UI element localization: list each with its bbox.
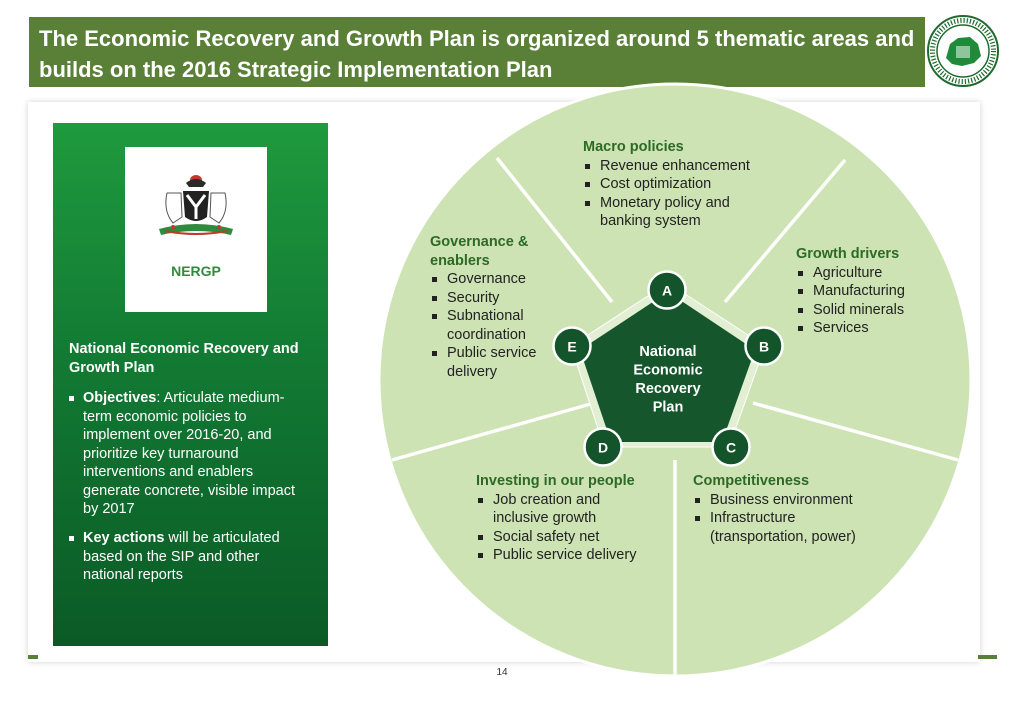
list-item: Monetary policy and banking system bbox=[583, 194, 750, 231]
list-item: Infrastructure (transportation, power) bbox=[693, 509, 865, 546]
segment-governance-enablers: Governance & enablers Governance Securit… bbox=[430, 233, 560, 381]
list-item: Cost optimization bbox=[583, 175, 783, 194]
marker-d: D bbox=[583, 427, 623, 467]
list-item: Subnational coordination bbox=[430, 307, 547, 344]
nergp-label: NERGP bbox=[171, 263, 221, 279]
marker-b-letter: B bbox=[759, 339, 769, 355]
center-label-line: Plan bbox=[653, 400, 684, 416]
header-bar: The Economic Recovery and Growth Plan is… bbox=[29, 17, 925, 87]
panel-title: National Economic Recovery and Growth Pl… bbox=[69, 341, 299, 376]
marker-a-letter: A bbox=[662, 283, 672, 299]
segment-investing-in-people: Investing in our people Job creation and… bbox=[476, 472, 666, 565]
segment-macro-policies: Macro policies Revenue enhancement Cost … bbox=[583, 138, 783, 231]
list-item: Security bbox=[430, 289, 560, 308]
crest-card: NERGP bbox=[125, 147, 267, 312]
nigeria-coat-of-arms-icon bbox=[159, 175, 233, 235]
divider bbox=[978, 655, 997, 659]
list-item: Revenue enhancement bbox=[583, 157, 783, 176]
segment-dividers bbox=[391, 156, 959, 676]
nergp-panel: NERGP National Economic Recovery and Gro… bbox=[53, 123, 328, 646]
segment-title: Investing in our people bbox=[476, 473, 635, 489]
center-label-line: Economic bbox=[633, 363, 702, 379]
list-item: Agriculture bbox=[796, 264, 936, 283]
page-number: 14 bbox=[496, 667, 508, 678]
list-item: Job creation and inclusive growth bbox=[476, 491, 615, 528]
divider bbox=[28, 655, 38, 659]
bullet-text: will be articulated based on the SIP and… bbox=[83, 530, 280, 583]
list-item: Solid minerals bbox=[796, 301, 936, 320]
segment-growth-drivers: Growth drivers Agriculture Manufacturing… bbox=[796, 245, 936, 338]
bullet-label: Key actions bbox=[83, 530, 165, 546]
segment-title: Macro policies bbox=[583, 139, 684, 155]
segment-competitiveness: Competitiveness Business environment Inf… bbox=[693, 472, 883, 546]
page-title: The Economic Recovery and Growth Plan is… bbox=[39, 26, 915, 82]
marker-b: B bbox=[744, 326, 784, 366]
segment-title: Growth drivers bbox=[796, 246, 900, 262]
bullet-marker bbox=[69, 396, 74, 401]
list-item: Public service delivery bbox=[476, 546, 666, 565]
bullet-label: Objectives bbox=[83, 390, 157, 406]
list-item: Social safety net bbox=[476, 528, 666, 547]
marker-c: C bbox=[711, 427, 751, 467]
list-item: Business environment bbox=[693, 491, 883, 510]
list-item: Services bbox=[796, 319, 936, 338]
center-label-line: Recovery bbox=[635, 381, 700, 397]
marker-c-letter: C bbox=[726, 440, 736, 456]
marker-d-letter: D bbox=[598, 440, 608, 456]
center-pentagon bbox=[580, 292, 755, 442]
bullet-marker bbox=[69, 536, 74, 541]
marker-e: E bbox=[552, 326, 592, 366]
bullet-text: : Articulate medium-term economic polici… bbox=[83, 390, 295, 517]
marker-a: A bbox=[647, 270, 687, 310]
list-item: Governance bbox=[430, 270, 560, 289]
segment-title: Governance & enablers bbox=[430, 234, 529, 269]
list-item: Public service delivery bbox=[430, 344, 572, 381]
marker-e-letter: E bbox=[567, 339, 576, 355]
center-label-line: National bbox=[639, 344, 696, 360]
list-item: Manufacturing bbox=[796, 282, 936, 301]
segment-title: Competitiveness bbox=[693, 473, 810, 489]
nipc-seal-icon bbox=[927, 15, 999, 87]
